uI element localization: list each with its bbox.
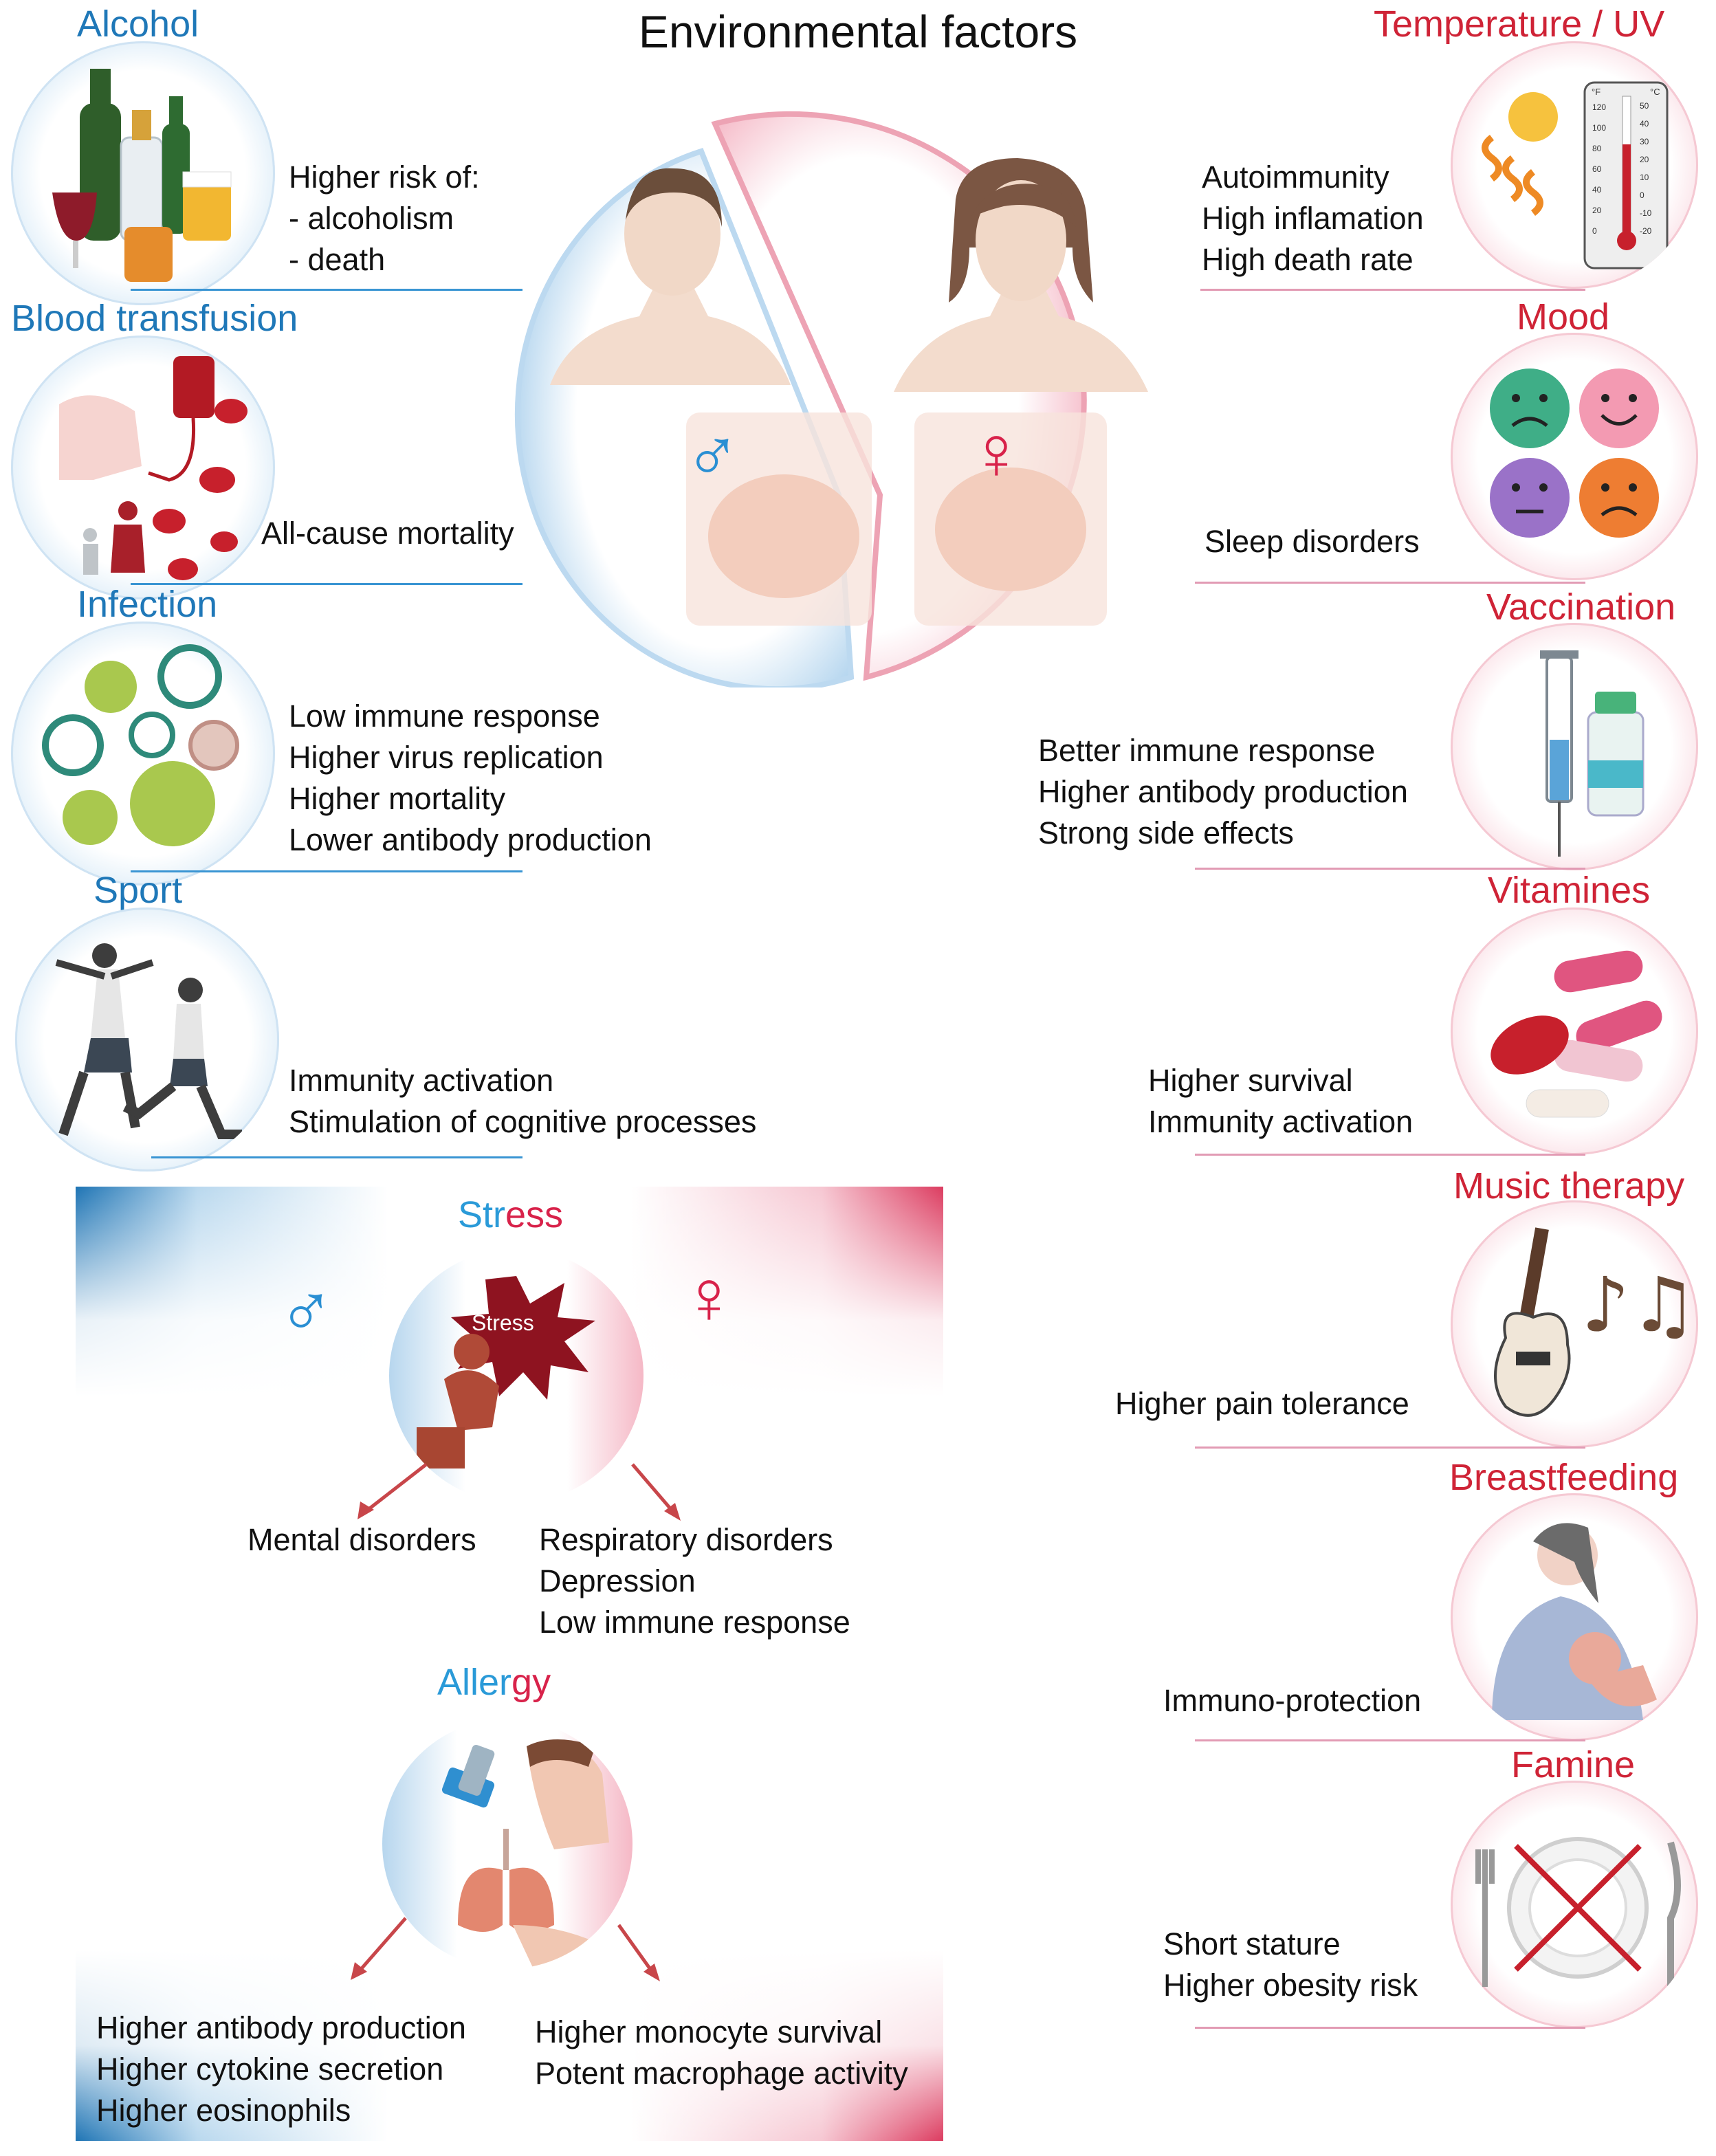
celsius-tick-label: 10 xyxy=(1640,173,1649,182)
fahrenheit-tick-label: 20 xyxy=(1592,206,1602,215)
vaccination-underline xyxy=(1195,868,1585,870)
vitamines-circle xyxy=(1451,908,1698,1155)
male-bust-icon xyxy=(550,168,791,385)
alcohol-title: Alcohol xyxy=(77,3,199,45)
mood-circle xyxy=(1451,333,1698,580)
stress-male-effects: Mental disorders xyxy=(248,1522,476,1557)
male-symbol-icon: ♂ xyxy=(684,410,741,495)
famine-circle xyxy=(1451,1781,1698,2028)
alcohol-underline xyxy=(131,289,522,291)
music-therapy-effects: Higher pain tolerance xyxy=(1115,1386,1409,1421)
mood-effects: Sleep disorders xyxy=(1204,524,1420,559)
alcohol-bottles-icon xyxy=(52,69,232,282)
fahrenheit-tick-label: 80 xyxy=(1592,144,1602,153)
guitar-notes-icon: ♪♫ xyxy=(1494,1227,1697,1417)
celsius-scale: 50 40 30 20 10 0 -10 -20 xyxy=(1640,101,1652,236)
stress-title: Stress xyxy=(458,1194,563,1236)
celsius-tick-label: 50 xyxy=(1640,101,1649,111)
stress-male-symbol-icon: ♂ xyxy=(278,1266,335,1350)
allergy-title-female-part: gy xyxy=(512,1662,551,1703)
fahrenheit-tick-label: 120 xyxy=(1592,102,1606,112)
stressed-person-icon xyxy=(417,1276,595,1468)
pills-icon xyxy=(1490,950,1662,1118)
vitamines-underline xyxy=(1195,1154,1585,1156)
sport-title: Sport xyxy=(94,870,183,911)
music-therapy-circle: ♪♫ xyxy=(1451,1200,1698,1448)
blood-transfusion-title: Blood transfusion xyxy=(11,298,298,339)
celsius-tick-label: -10 xyxy=(1640,208,1652,218)
infection-circle xyxy=(11,622,275,886)
infection-title: Infection xyxy=(77,584,218,625)
fahrenheit-unit-label: °F xyxy=(1592,87,1600,97)
music-therapy-underline xyxy=(1195,1446,1585,1449)
fahrenheit-tick-label: 100 xyxy=(1592,123,1606,133)
breastfeeding-title: Breastfeeding xyxy=(1449,1457,1679,1498)
blood-transfusion-effects: All-cause mortality xyxy=(261,516,514,551)
celsius-tick-label: 20 xyxy=(1640,155,1649,164)
mood-title: Mood xyxy=(1517,296,1610,338)
sport-circle xyxy=(15,908,279,1172)
blood-transfusion-circle xyxy=(11,336,275,600)
fahrenheit-tick-label: 60 xyxy=(1592,164,1602,174)
famine-title: Famine xyxy=(1511,1744,1636,1785)
stress-badge-label: Stress xyxy=(472,1310,534,1335)
celsius-tick-label: 30 xyxy=(1640,137,1649,146)
celsius-tick-label: -20 xyxy=(1640,226,1652,236)
male-female-central-illustration xyxy=(514,111,1148,688)
famine-underline xyxy=(1195,2027,1585,2029)
music-therapy-title: Music therapy xyxy=(1453,1165,1685,1207)
temperature-uv-title: Temperature / UV xyxy=(1374,3,1665,45)
fahrenheit-scale: 120 100 80 60 40 20 0 xyxy=(1592,102,1606,236)
infection-underline xyxy=(131,870,522,872)
stress-title-male-part: Str xyxy=(458,1194,506,1235)
stress-female-symbol-icon: ♀ xyxy=(681,1255,738,1339)
stress-arrows xyxy=(358,1463,681,1521)
blood-transfusion-underline xyxy=(131,583,522,585)
celsius-tick-label: 40 xyxy=(1640,119,1649,129)
breastfeeding-circle xyxy=(1451,1493,1698,1741)
blood-bag-icon xyxy=(59,356,248,580)
empty-plate-icon xyxy=(1475,1837,1681,1987)
female-symbol-icon: ♀ xyxy=(968,410,1025,495)
vaccination-title: Vaccination xyxy=(1486,586,1676,628)
syringe-vial-icon xyxy=(1540,650,1644,857)
celsius-unit-label: °C xyxy=(1650,87,1660,97)
allergy-title-male-part: Aller xyxy=(437,1662,512,1703)
stress-title-female-part: ess xyxy=(505,1194,564,1235)
sport-underline xyxy=(151,1156,522,1158)
vaccination-circle xyxy=(1451,623,1698,870)
mood-faces-icon xyxy=(1490,368,1659,538)
virus-icon xyxy=(42,644,239,846)
celsius-tick-label: 0 xyxy=(1640,190,1644,200)
alcohol-effects: Higher risk of:- alcoholism- death xyxy=(289,160,480,277)
breastfeeding-underline xyxy=(1195,1739,1585,1741)
breastfeeding-effects: Immuno-protection xyxy=(1163,1683,1422,1718)
fahrenheit-tick-label: 0 xyxy=(1592,226,1597,236)
allergy-title: Allergy xyxy=(437,1661,551,1704)
breastfeeding-icon xyxy=(1492,1523,1657,1720)
allergy-circle xyxy=(382,1719,632,1969)
vitamines-title: Vitamines xyxy=(1488,870,1651,911)
allergy-arrows xyxy=(351,1917,660,1981)
alcohol-circle xyxy=(11,41,275,305)
svg-text:♪♫: ♪♫ xyxy=(1581,1261,1697,1349)
mood-underline xyxy=(1195,582,1585,584)
stress-circle xyxy=(389,1248,644,1503)
fahrenheit-tick-label: 40 xyxy=(1592,185,1602,195)
page-title: Environmental factors xyxy=(638,6,1078,57)
temperature-uv-underline xyxy=(1200,289,1585,291)
female-bust-icon xyxy=(894,158,1148,392)
runner-icon xyxy=(55,943,242,1139)
